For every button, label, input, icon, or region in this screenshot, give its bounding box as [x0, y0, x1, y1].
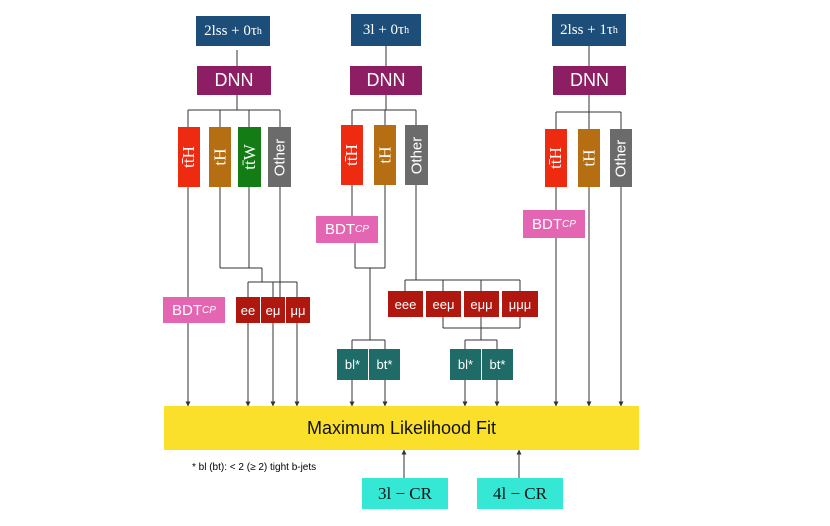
flavor-eee: eee: [388, 291, 423, 317]
category-tth-left: tt̄H: [178, 127, 200, 187]
category-th-left: tH: [209, 127, 231, 187]
flavor-mumumu: μμμ: [502, 291, 538, 317]
flavor-mumu: μμ: [286, 297, 310, 323]
category-ttw-left: tt̄W: [238, 127, 261, 187]
control-region-3l: 3l − CR: [362, 478, 448, 509]
btag-bt-right: bt*: [482, 349, 513, 380]
category-th-right: tH: [578, 129, 600, 187]
category-tth-right: tt̄H: [545, 129, 567, 187]
footnote: * bl (bt): < 2 (≥ 2) tight b-jets: [192, 462, 317, 473]
flavor-emumu: eμμ: [464, 291, 499, 317]
control-region-4l: 4l − CR: [477, 478, 563, 509]
maximum-likelihood-fit: Maximum Likelihood Fit: [164, 406, 639, 450]
btag-bl-right: bl*: [450, 349, 481, 380]
flavor-ee: ee: [236, 297, 260, 323]
dnn-left: DNN: [197, 66, 271, 95]
dnn-middle: DNN: [350, 66, 422, 95]
btag-bl-left: bl*: [337, 349, 368, 380]
dnn-right: DNN: [553, 66, 626, 95]
flavor-eemu: eeμ: [426, 291, 461, 317]
category-other-middle: Other: [405, 125, 428, 185]
flavor-emu: eμ: [261, 297, 285, 323]
category-th-middle: tH: [374, 125, 396, 185]
btag-bt-left: bt*: [369, 349, 400, 380]
category-other-left: Other: [268, 127, 291, 187]
category-tth-middle: tt̄H: [341, 125, 363, 185]
category-other-right: Other: [610, 129, 632, 187]
